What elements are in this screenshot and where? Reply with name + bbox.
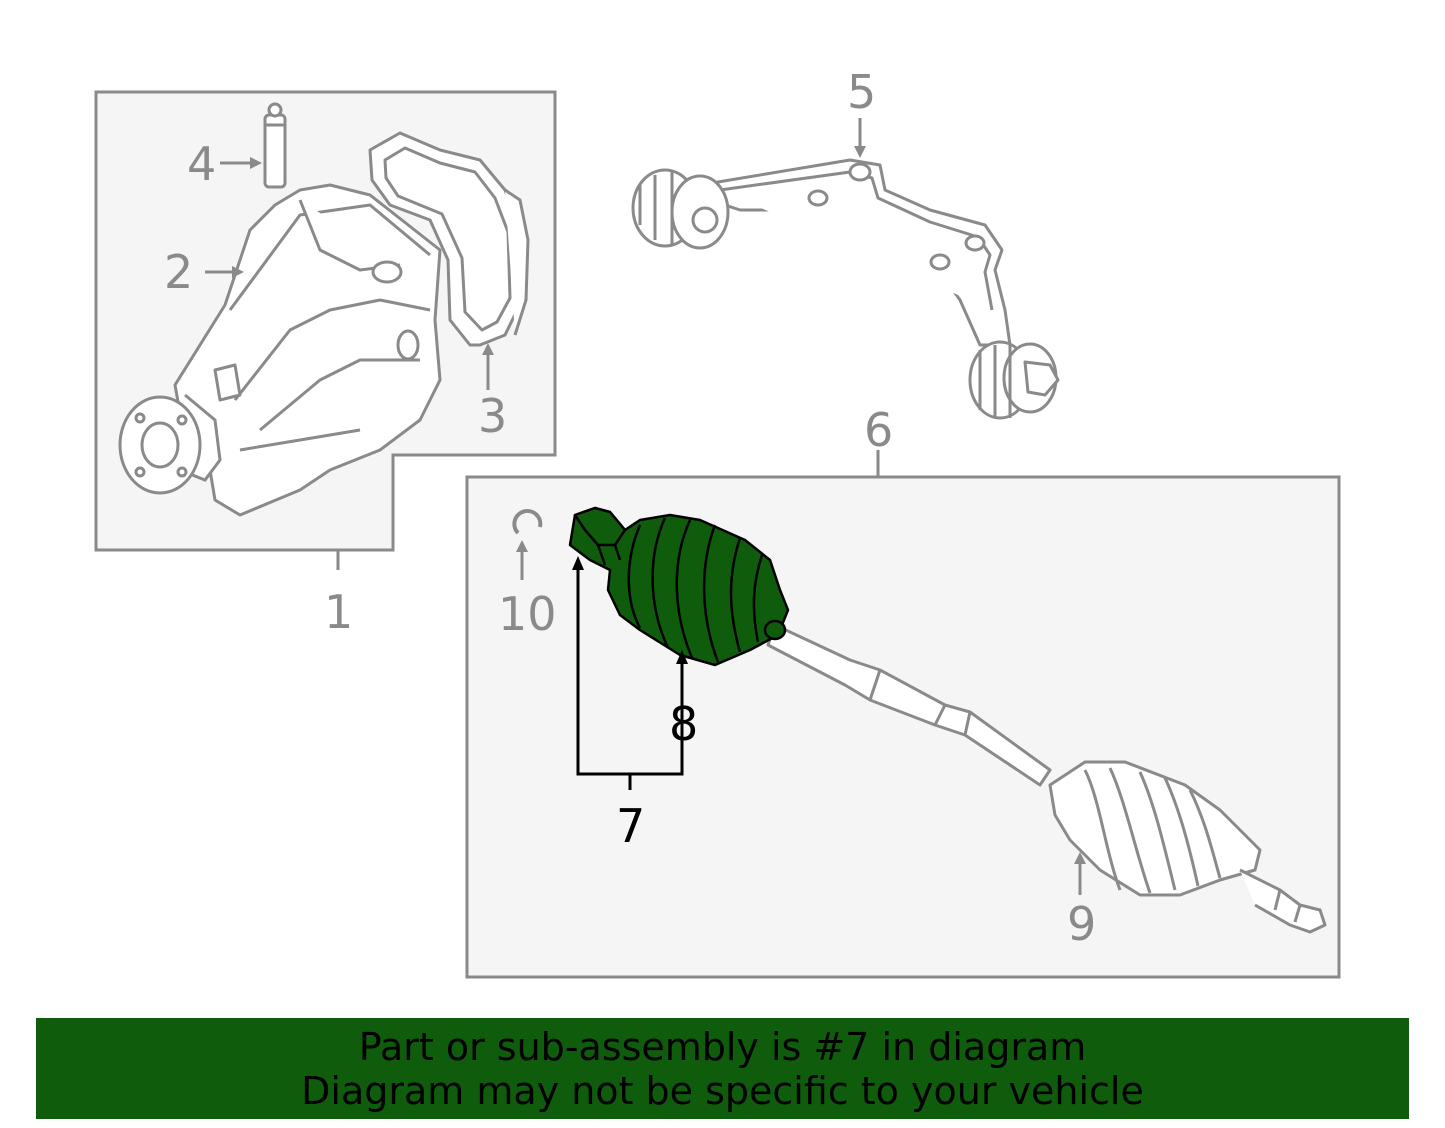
outer-cv-joint-drawing: [1048, 760, 1327, 934]
callout-3: 3: [478, 389, 507, 443]
inner-cv-joint-drawing: [568, 506, 790, 667]
callout-6: 6: [864, 403, 893, 457]
callout-5: 5: [847, 65, 876, 119]
highlight-leader-lines: [576, 565, 684, 790]
highlight-arrowheads: [572, 556, 688, 664]
callout-2: 2: [164, 245, 193, 299]
axle-shaft-drawing: [766, 623, 1052, 787]
callout-8: 8: [669, 697, 698, 751]
callout-4: 4: [187, 137, 216, 191]
callout-7: 7: [616, 799, 645, 853]
callout-10: 10: [498, 587, 557, 641]
differential-gasket-drawing: [368, 131, 530, 347]
differential-housing-drawing: [173, 183, 442, 517]
dowel-pin-drawing: [263, 102, 287, 189]
leader-lines: [205, 118, 1082, 895]
banner-line-part: Part or sub-assembly is #7 in diagram: [358, 1024, 1087, 1069]
info-banner: Part or sub-assembly is #7 in diagram Di…: [36, 1018, 1409, 1119]
callout-9: 9: [1067, 897, 1096, 951]
leader-arrowheads: [232, 146, 1086, 864]
banner-line-disclaimer: Diagram may not be specific to your vehi…: [301, 1068, 1144, 1113]
callout-1: 1: [324, 585, 353, 639]
crossmember-drawing: [631, 158, 1060, 420]
pinion-flange-drawing: [118, 393, 222, 495]
retaining-ring-drawing: [512, 508, 543, 535]
